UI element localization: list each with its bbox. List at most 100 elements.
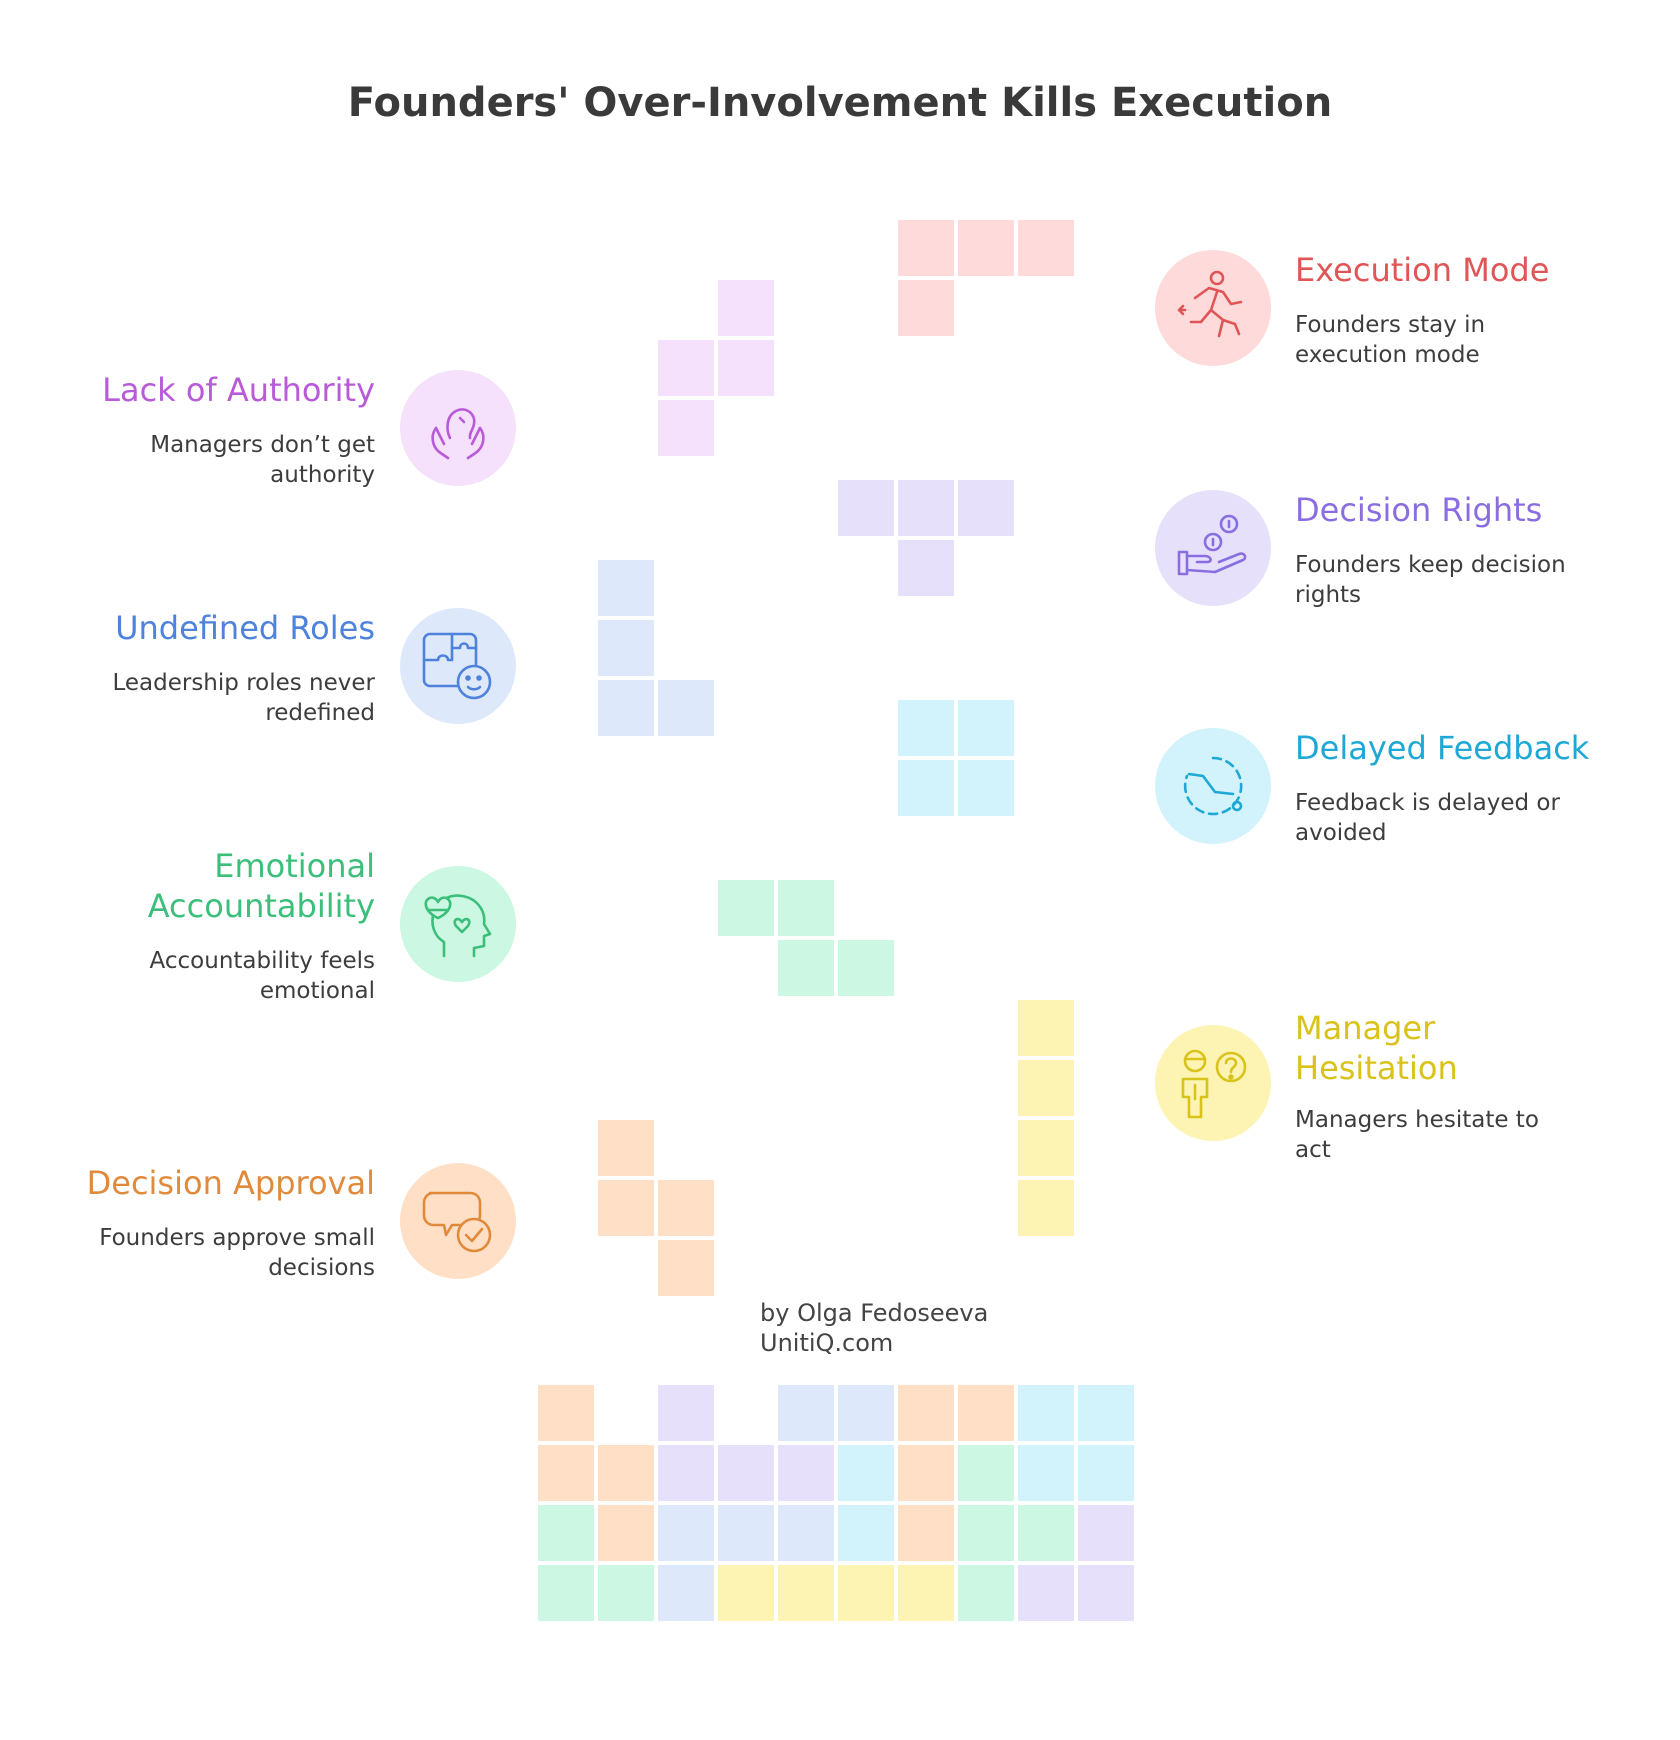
- emotional-accountability-block: [718, 880, 774, 936]
- decision-approval-block: [598, 1120, 654, 1176]
- undefined-roles-heading: Undefined Roles: [115, 609, 375, 647]
- stack-grid-cell: [778, 1445, 834, 1501]
- stack-grid-cell: [718, 1565, 774, 1621]
- delayed-feedback-block: [898, 700, 954, 756]
- lack-of-authority-line1: Managers don’t get: [150, 432, 375, 458]
- decision-approval-icon-circle: [400, 1163, 516, 1279]
- lack-of-authority-icon-circle: [400, 370, 516, 486]
- author-site: UnitiQ.com: [760, 1329, 894, 1357]
- author-credit: by Olga Fedoseeva UnitiQ.com: [760, 1298, 988, 1358]
- emotional-accountability-heading-line2: Accountability: [147, 887, 375, 925]
- stack-grid-cell: [658, 1445, 714, 1501]
- hand-coins-icon: [1177, 514, 1247, 576]
- decision-rights-block: [898, 480, 954, 536]
- stack-grid-cell: [898, 1445, 954, 1501]
- lack-of-authority-block: [658, 340, 714, 396]
- execution-mode-line1: Founders stay in: [1295, 312, 1486, 338]
- stack-grid-cell: [718, 1505, 774, 1561]
- heart-head-icon: [424, 894, 492, 958]
- author-name: by Olga Fedoseeva: [760, 1299, 989, 1327]
- emotional-accountability-icon-circle: [400, 866, 516, 982]
- stack-grid-cell: [658, 1565, 714, 1621]
- execution-mode-heading: Execution Mode: [1295, 251, 1550, 289]
- decision-approval-line2: decisions: [268, 1255, 375, 1281]
- puzzle-face-icon: [422, 632, 492, 700]
- decision-rights-desc: Founders keep decision rights: [1295, 550, 1566, 610]
- stack-grid-cell: [598, 1565, 654, 1621]
- delayed-feedback-line1: Feedback is delayed or: [1295, 790, 1560, 816]
- undefined-roles-block: [598, 560, 654, 616]
- stack-grid-cell: [838, 1565, 894, 1621]
- stack-grid-cell: [958, 1445, 1014, 1501]
- manager-hesitation-line2: act: [1295, 1137, 1331, 1163]
- emotional-accountability-block: [778, 880, 834, 936]
- stack-grid-cell: [598, 1505, 654, 1561]
- decision-approval-heading: Decision Approval: [86, 1164, 375, 1202]
- delayed-feedback-heading: Delayed Feedback: [1295, 729, 1590, 767]
- stack-grid-cell: [538, 1565, 594, 1621]
- execution-mode-desc: Founders stay in execution mode: [1295, 310, 1485, 370]
- manager-hesitation-block: [1018, 1180, 1074, 1236]
- emotional-accountability-block: [778, 940, 834, 996]
- manager-hesitation-desc: Managers hesitate to act: [1295, 1105, 1539, 1165]
- stack-grid-cell: [958, 1385, 1014, 1441]
- stack-grid-cell: [538, 1505, 594, 1561]
- decision-rights-icon-circle: [1155, 490, 1271, 606]
- speech-check-icon: [422, 1191, 492, 1253]
- stack-grid-cell: [598, 1445, 654, 1501]
- delayed-feedback-line2: avoided: [1295, 820, 1387, 846]
- emotional-accountability-heading-line1: Emotional: [214, 847, 375, 885]
- stack-grid-cell: [958, 1505, 1014, 1561]
- person-question-icon: [1181, 1049, 1247, 1119]
- undefined-roles-block: [598, 680, 654, 736]
- stack-grid-cell: [838, 1505, 894, 1561]
- undefined-roles-line1: Leadership roles never: [112, 670, 375, 696]
- undefined-roles-line2: redefined: [265, 700, 375, 726]
- stack-grid-cell: [958, 1565, 1014, 1621]
- stack-grid-cell: [1018, 1445, 1074, 1501]
- decision-approval-block: [598, 1180, 654, 1236]
- execution-mode-line2: execution mode: [1295, 342, 1480, 368]
- head-hands-icon: [431, 408, 485, 460]
- stack-grid-cell: [1078, 1505, 1134, 1561]
- stack-grid-cell: [1018, 1565, 1074, 1621]
- manager-hesitation-block: [1018, 1120, 1074, 1176]
- stack-grid-cell: [658, 1505, 714, 1561]
- stack-grid-cell: [778, 1505, 834, 1561]
- stack-grid-cell: [838, 1445, 894, 1501]
- dashed-timer-icon: [1183, 756, 1243, 816]
- decision-rights-block: [898, 540, 954, 596]
- undefined-roles-icon-circle: [400, 608, 516, 724]
- lack-of-authority-desc: Managers don’t get authority: [150, 430, 375, 490]
- stack-grid-cell: [658, 1385, 714, 1441]
- delayed-feedback-block: [958, 700, 1014, 756]
- decision-approval-line1: Founders approve small: [99, 1225, 375, 1251]
- lack-of-authority-block: [658, 400, 714, 456]
- manager-hesitation-icon-circle: [1155, 1025, 1271, 1141]
- execution-mode-block: [958, 220, 1014, 276]
- stack-grid-cell: [538, 1385, 594, 1441]
- stack-grid-cell: [538, 1445, 594, 1501]
- delayed-feedback-desc: Feedback is delayed or avoided: [1295, 788, 1560, 848]
- lack-of-authority-line2: authority: [270, 462, 375, 488]
- emotional-accountability-block: [838, 940, 894, 996]
- decision-rights-heading: Decision Rights: [1295, 491, 1543, 529]
- stack-grid-cell: [898, 1565, 954, 1621]
- manager-hesitation-block: [1018, 1060, 1074, 1116]
- manager-hesitation-heading: Manager Hesitation: [1295, 1008, 1458, 1088]
- page-title: Founders' Over-Involvement Kills Executi…: [347, 80, 1333, 126]
- execution-mode-block: [898, 280, 954, 336]
- lack-of-authority-block: [718, 340, 774, 396]
- manager-hesitation-heading-line2: Hesitation: [1295, 1049, 1458, 1087]
- decision-rights-line2: rights: [1295, 582, 1362, 608]
- stack-grid-cell: [898, 1385, 954, 1441]
- stack-grid-cell: [1078, 1385, 1134, 1441]
- stack-grid-cell: [778, 1565, 834, 1621]
- stack-grid-cell: [1018, 1505, 1074, 1561]
- lack-of-authority-heading: Lack of Authority: [102, 371, 375, 409]
- running-person-icon: [1177, 270, 1243, 338]
- execution-mode-icon-circle: [1155, 250, 1271, 366]
- stack-grid-cell: [718, 1445, 774, 1501]
- decision-approval-block: [658, 1240, 714, 1296]
